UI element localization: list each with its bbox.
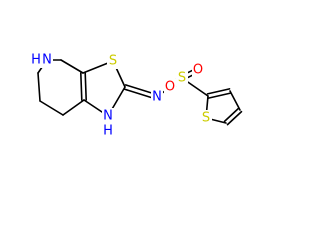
bond-line — [223, 107, 240, 123]
atom-label-o_up: O — [193, 63, 203, 78]
atom-label-n_ring: N — [42, 53, 52, 68]
atom-label-s_sulf: S — [178, 71, 186, 86]
bond-line — [60, 59, 84, 74]
atom-hydrogen-n_thz: H — [103, 124, 113, 139]
atom-hydrogen-n_ring: H — [31, 53, 41, 68]
bond-line — [229, 90, 241, 111]
bond-line — [226, 110, 243, 126]
atom-label-o_down: O — [165, 80, 175, 95]
bond-line — [207, 92, 232, 99]
bond-line — [206, 88, 231, 95]
bond-line — [80, 72, 83, 101]
atom-n_thz: NH — [102, 108, 114, 139]
atom-label-n_thz: N — [103, 109, 113, 124]
atom-s_thioph: S — [200, 110, 212, 126]
bond-line — [84, 72, 87, 101]
bond-line — [62, 99, 85, 116]
bond-line — [39, 100, 64, 116]
atom-label-s_thz: S — [109, 54, 117, 69]
atom-o_up: O — [192, 62, 204, 78]
atom-n_exo: N — [151, 89, 163, 105]
atom-label-s_thioph: S — [202, 111, 210, 126]
atom-label-n_exo: N — [152, 90, 162, 105]
atom-s_sulf: S — [176, 70, 188, 86]
atom-o_down: O — [164, 79, 176, 95]
atom-s_thz: S — [107, 53, 119, 69]
atom-n_ring: NH — [30, 52, 53, 68]
bond-line — [37, 72, 41, 102]
